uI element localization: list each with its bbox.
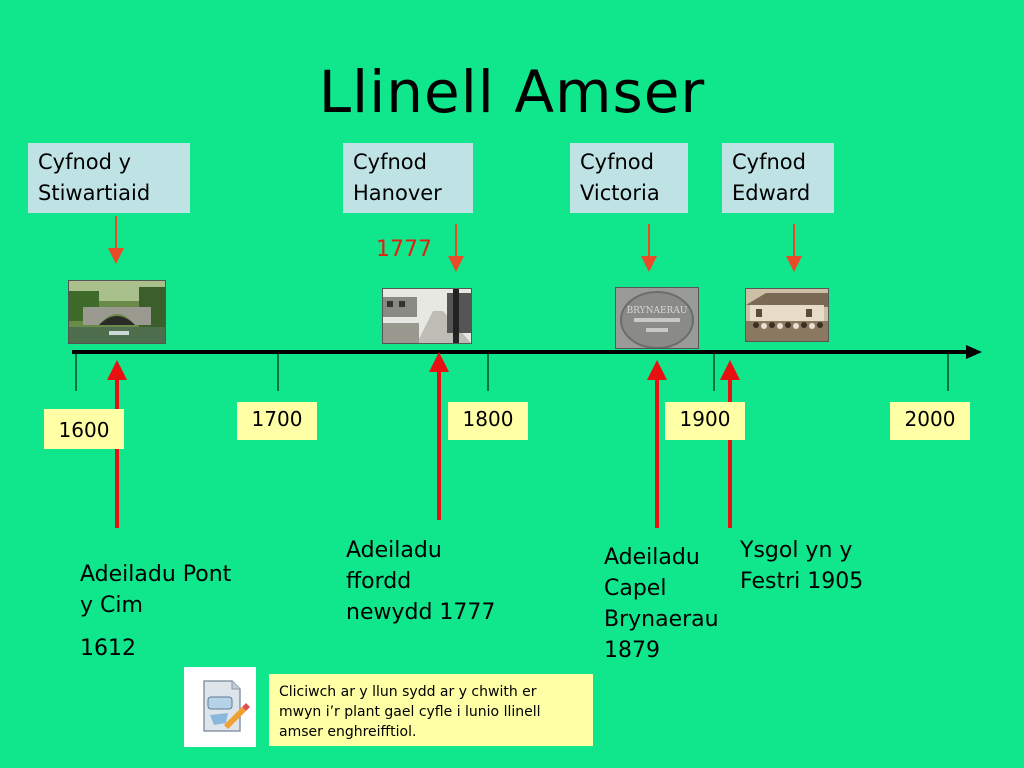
period-victoria-line2: Victoria <box>580 181 660 205</box>
bridge-photo[interactable] <box>68 280 166 344</box>
event-road-line3: newydd 1777 <box>346 600 496 625</box>
period-stuart-line2: Stiwartiaid <box>38 181 151 205</box>
smart-notebook-link[interactable] <box>184 667 256 747</box>
event-school-caption: Ysgol yn y Festri 1905 <box>740 535 863 597</box>
event-bridge-year: 1612 <box>80 636 136 661</box>
chapel-plaque-photo-image: BRYNAERAU <box>616 288 698 348</box>
event-bridge-line1: Adeiladu Pont <box>80 562 232 587</box>
event-chapel-line1: Adeiladu <box>604 545 700 570</box>
plaque-text: BRYNAERAU <box>627 306 688 316</box>
instruction-note: Cliciwch ar y llun sydd ar y chwith er m… <box>269 674 593 746</box>
year-1600: 1600 <box>44 409 124 449</box>
period-edward-line2: Edward <box>732 181 811 205</box>
event-chapel-line2: Capel <box>604 576 667 601</box>
period-hanover: Cyfnod Hanover <box>343 143 473 213</box>
period-hanover-line1: Cyfnod <box>353 150 427 174</box>
year-1800: 1800 <box>448 402 528 440</box>
event-road-line2: ffordd <box>346 569 412 594</box>
period-victoria: Cyfnod Victoria <box>570 143 688 213</box>
event-chapel-line4: 1879 <box>604 638 660 663</box>
bridge-photo-image <box>69 281 165 343</box>
event-bridge-line2: y Cim <box>80 593 143 618</box>
period-victoria-line1: Cyfnod <box>580 150 654 174</box>
school-photo[interactable] <box>745 288 829 342</box>
year-1700: 1700 <box>237 402 317 440</box>
period-edward-line1: Cyfnod <box>732 150 806 174</box>
year-2000: 2000 <box>890 402 970 440</box>
year-1900: 1900 <box>665 402 745 440</box>
event-chapel-caption: Adeiladu Capel Brynaerau 1879 <box>604 542 719 666</box>
period-edward: Cyfnod Edward <box>722 143 834 213</box>
hanover-year-label: 1777 <box>376 237 432 262</box>
school-photo-image <box>746 289 828 341</box>
slide-title: Llinell Amser <box>318 58 706 126</box>
period-stuart-line1: Cyfnod y <box>38 150 132 174</box>
timeline-arrowhead <box>966 345 982 359</box>
period-hanover-line2: Hanover <box>353 181 442 205</box>
event-school-line2: Festri 1905 <box>740 569 864 594</box>
event-school-line1: Ysgol yn y <box>740 538 853 563</box>
period-stuart: Cyfnod y Stiwartiaid <box>28 143 190 213</box>
chapel-plaque-photo[interactable]: BRYNAERAU <box>615 287 699 349</box>
road-photo-image <box>383 289 471 343</box>
road-photo[interactable] <box>382 288 472 344</box>
event-road-line1: Adeiladu <box>346 538 442 563</box>
smart-notebook-icon <box>203 680 250 732</box>
event-chapel-line3: Brynaerau <box>604 607 719 632</box>
event-road-caption: Adeiladu ffordd newydd 1777 <box>346 535 495 628</box>
event-bridge-caption: Adeiladu Pont y Cim 1612 <box>80 559 231 664</box>
